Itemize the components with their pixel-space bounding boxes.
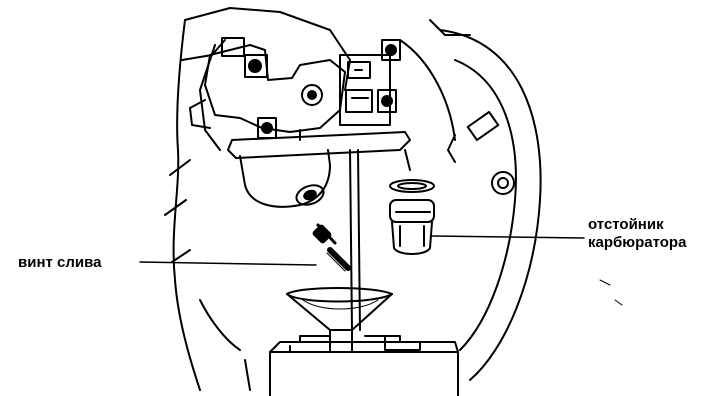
float-bowl [240, 150, 330, 208]
sediment-bowl-label: отстойник карбюратора [588, 216, 686, 252]
container [270, 336, 458, 396]
sediment-bowl-label-line1: отстойник [588, 216, 686, 234]
drain-screw-leader [140, 262, 316, 265]
drain-screw-label: винт слива [18, 254, 101, 272]
carburetor-body [190, 38, 410, 158]
flywheel-housing [400, 20, 622, 380]
sediment-bowl [390, 180, 434, 254]
sediment-bowl-label-line2: карбюратора [588, 234, 686, 252]
drain-screw [313, 225, 348, 271]
sediment-bowl-leader [432, 236, 584, 238]
leader-lines [140, 236, 584, 265]
